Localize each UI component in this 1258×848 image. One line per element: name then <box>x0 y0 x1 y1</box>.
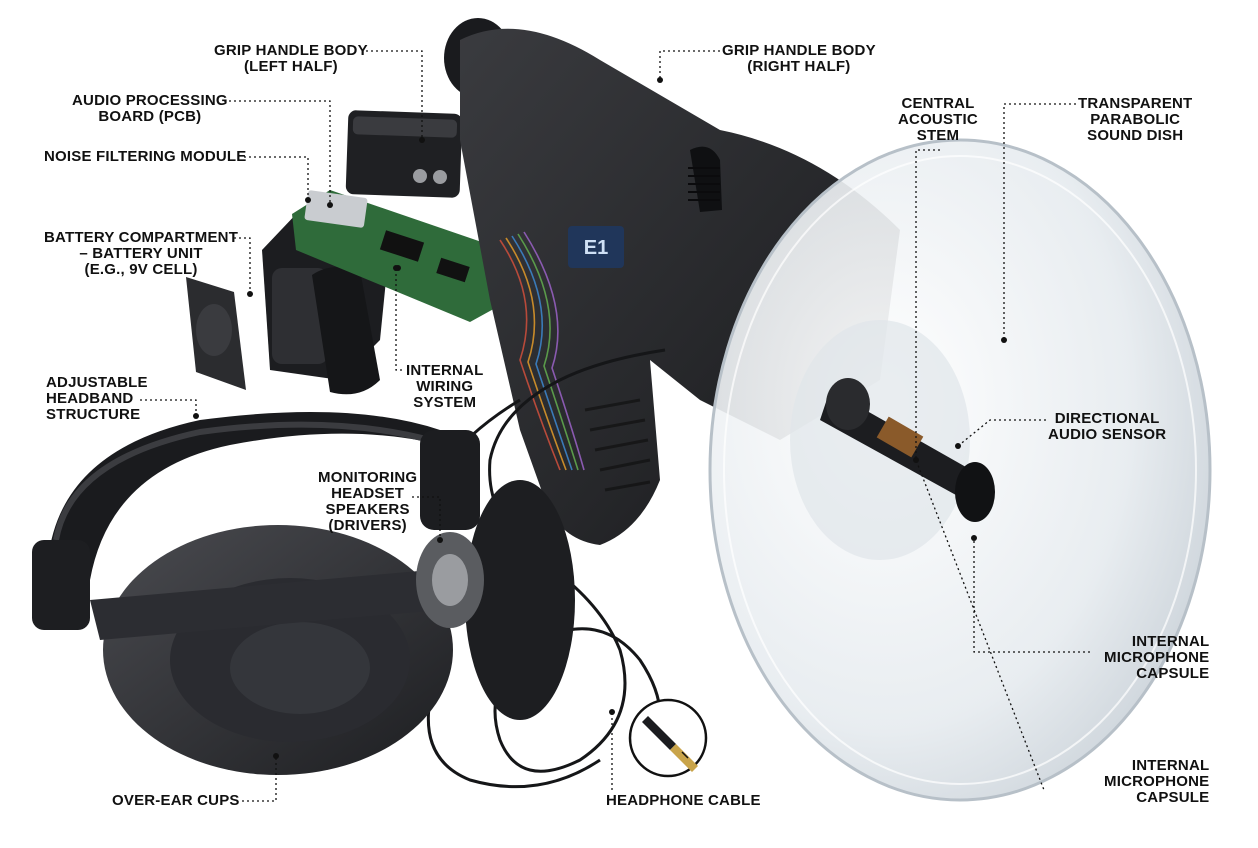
label-mic-capsule-1: INTERNAL MICROPHONE CAPSULE <box>1104 634 1209 682</box>
label-line: GRIP HANDLE BODY <box>214 42 368 59</box>
label-line: SPEAKERS <box>325 501 410 518</box>
label-headband: ADJUSTABLE HEADBAND STRUCTURE <box>46 375 148 423</box>
label-line: CENTRAL <box>901 95 975 112</box>
label-line: AUDIO SENSOR <box>1048 426 1167 443</box>
label-line: (LEFT HALF) <box>243 58 338 75</box>
label-line: HEADPHONE CABLE <box>606 792 761 809</box>
battery-9v <box>345 110 463 198</box>
label-line: STRUCTURE <box>46 406 141 423</box>
label-line: GRIP HANDLE BODY <box>722 42 876 59</box>
label-line: (E.G., 9V CELL) <box>84 261 198 278</box>
label-over-ear-cups: OVER-EAR CUPS <box>112 793 240 809</box>
label-line: AUDIO PROCESSING <box>72 92 228 109</box>
label-line: CAPSULE <box>1136 789 1210 806</box>
label-line: (DRIVERS) <box>328 517 407 534</box>
label-line: STEM <box>916 127 960 144</box>
label-grip-right: GRIP HANDLE BODY (RIGHT HALF) <box>722 43 876 75</box>
label-line: – BATTERY UNIT <box>79 245 203 262</box>
label-noise-module: NOISE FILTERING MODULE <box>44 149 246 165</box>
label-line: HEADSET <box>331 485 405 502</box>
label-line: WIRING <box>416 378 474 395</box>
label-line: BOARD (PCB) <box>98 108 202 125</box>
label-line: ACOUSTIC <box>898 111 978 128</box>
device-badge: E1 <box>584 237 608 259</box>
label-stem: CENTRAL ACOUSTIC STEM <box>898 96 978 144</box>
label-speakers: MONITORING HEADSET SPEAKERS (DRIVERS) <box>318 470 417 534</box>
headphones <box>32 412 575 775</box>
label-line: INTERNAL <box>406 362 484 379</box>
label-line: DIRECTIONAL <box>1054 410 1160 427</box>
label-line: BATTERY COMPARTMENT <box>44 229 239 246</box>
battery-cover <box>186 277 246 390</box>
label-line: MICROPHONE <box>1104 649 1210 666</box>
label-sensor: DIRECTIONAL AUDIO SENSOR <box>1048 411 1166 443</box>
label-line: CAPSULE <box>1136 665 1210 682</box>
label-line: (RIGHT HALF) <box>747 58 851 75</box>
label-pcb: AUDIO PROCESSING BOARD (PCB) <box>72 93 228 125</box>
label-line: INTERNAL <box>1131 757 1210 774</box>
label-battery: BATTERY COMPARTMENT – BATTERY UNIT (E.G.… <box>44 230 238 278</box>
label-headphone-cable: HEADPHONE CABLE <box>606 793 761 809</box>
central-stem <box>820 378 995 522</box>
internal-wiring <box>499 231 585 471</box>
label-grip-left: GRIP HANDLE BODY (LEFT HALF) <box>214 43 368 75</box>
label-line: PARABOLIC <box>1090 111 1181 128</box>
label-line: SOUND DISH <box>1087 127 1184 144</box>
label-line: HEADBAND <box>46 390 134 407</box>
label-line: INTERNAL <box>1131 633 1210 650</box>
label-line: TRANSPARENT <box>1078 95 1193 112</box>
label-line: SYSTEM <box>413 394 477 411</box>
label-line: NOISE FILTERING MODULE <box>44 148 247 165</box>
label-line: MICROPHONE <box>1104 773 1210 790</box>
label-line: OVER-EAR CUPS <box>112 792 240 809</box>
label-wiring: INTERNAL WIRING SYSTEM <box>406 363 483 411</box>
leader-lines <box>140 50 1090 802</box>
label-dish: TRANSPARENT PARABOLIC SOUND DISH <box>1078 96 1192 144</box>
pcb-board <box>292 190 540 322</box>
label-line: ADJUSTABLE <box>46 374 148 391</box>
jack-inset <box>628 698 708 778</box>
label-line: MONITORING <box>318 469 418 486</box>
label-mic-capsule-2: INTERNAL MICROPHONE CAPSULE <box>1104 758 1209 806</box>
